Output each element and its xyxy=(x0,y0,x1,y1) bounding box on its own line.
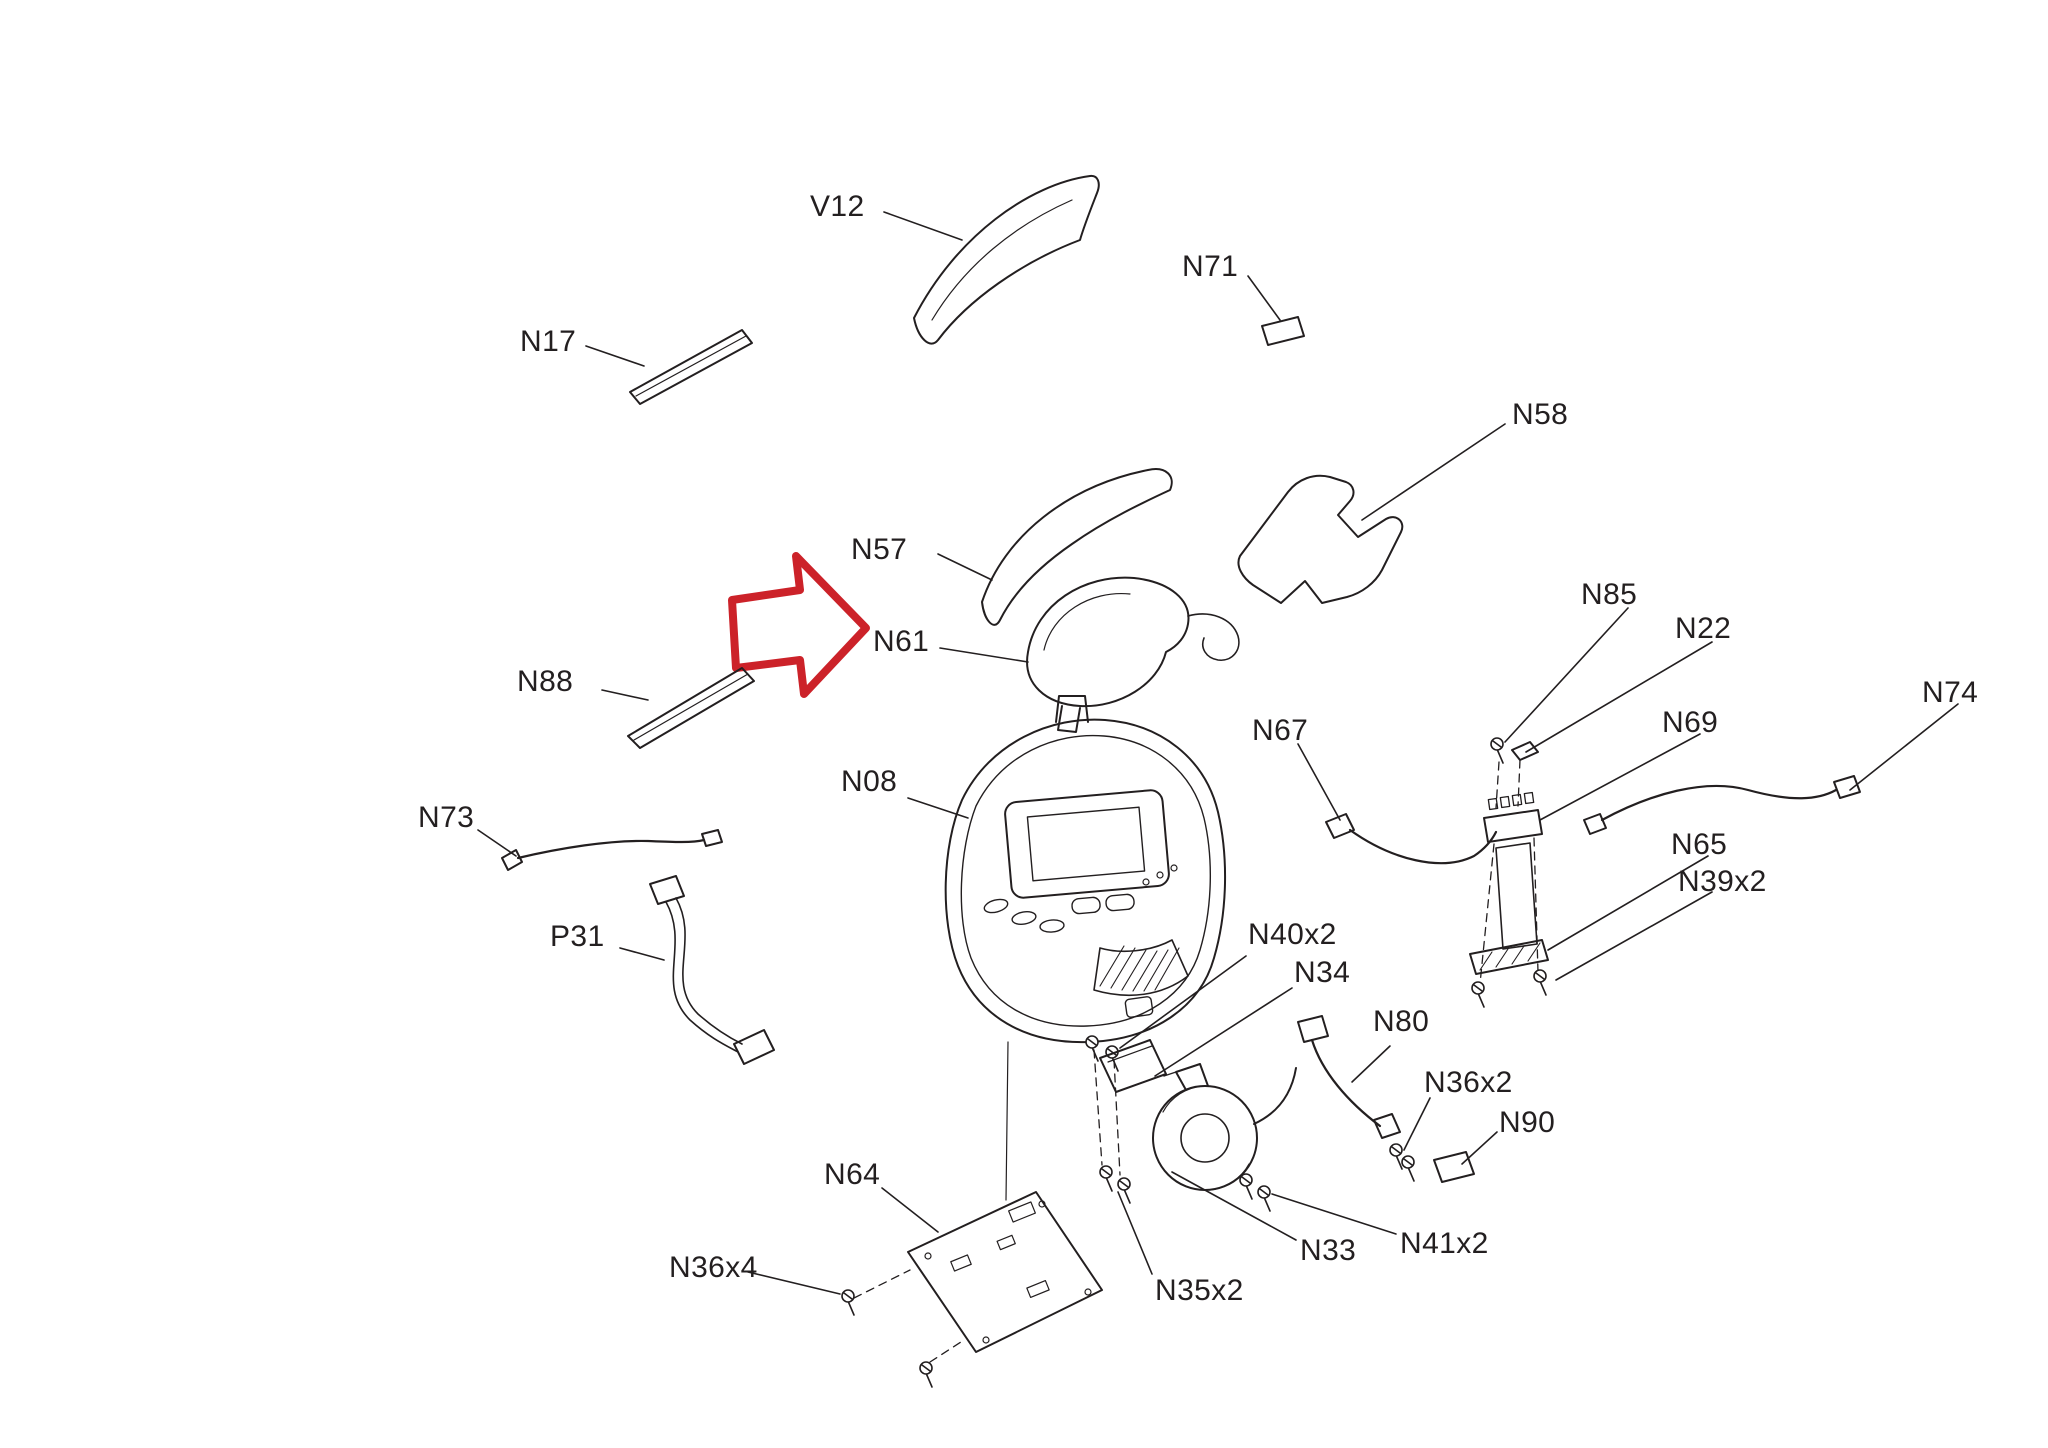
part-n61-bracket xyxy=(1026,576,1240,733)
part-n33-fan xyxy=(1152,1063,1297,1191)
part-n80-cable-hardware xyxy=(1297,1015,1475,1183)
part-label-n33: N33 xyxy=(1300,1234,1357,1267)
part-label-n17: N17 xyxy=(520,325,577,358)
part-n69-connector-assembly xyxy=(1469,759,1549,1008)
console-speaker-grille xyxy=(1093,939,1189,997)
part-n74-cable xyxy=(1583,775,1861,835)
part-n65-strip xyxy=(1469,939,1549,975)
part-label-n64: N64 xyxy=(824,1158,881,1191)
part-label-n35x2: N35x2 xyxy=(1155,1274,1244,1307)
part-n71-plate xyxy=(1261,316,1305,346)
callout-arrow xyxy=(728,552,870,698)
part-p31-cable xyxy=(649,875,775,1065)
part-label-v12: V12 xyxy=(810,190,865,223)
part-label-p31: P31 xyxy=(550,920,605,953)
part-n67-cable xyxy=(1325,813,1498,865)
part-label-n65: N65 xyxy=(1671,828,1728,861)
part-n17-strip xyxy=(629,329,753,405)
console-screen-bezel xyxy=(1004,789,1170,899)
part-label-n58: N58 xyxy=(1512,398,1569,431)
part-label-n41x2: N41x2 xyxy=(1400,1227,1489,1260)
part-n73-cable xyxy=(501,829,723,871)
part-n58-bracket xyxy=(1237,474,1404,604)
part-label-n36x2: N36x2 xyxy=(1424,1066,1513,1099)
part-label-n67: N67 xyxy=(1252,714,1309,747)
part-label-n34: N34 xyxy=(1294,956,1351,989)
console-access-door xyxy=(1124,996,1154,1018)
part-label-n90: N90 xyxy=(1499,1106,1556,1139)
callout-arrow-shape xyxy=(728,552,870,698)
part-label-n61: N61 xyxy=(873,625,930,658)
part-v12-visor xyxy=(913,174,1100,345)
part-label-n69: N69 xyxy=(1662,706,1719,739)
part-n88-strip xyxy=(627,667,755,749)
console-key xyxy=(1071,896,1101,915)
part-n64-board xyxy=(841,1191,1103,1388)
console-screen xyxy=(1026,806,1146,882)
part-label-n74: N74 xyxy=(1922,676,1979,709)
part-label-n88: N88 xyxy=(517,665,574,698)
console-key xyxy=(1105,893,1135,912)
part-n08-console xyxy=(944,695,1227,1201)
part-label-n80: N80 xyxy=(1373,1005,1430,1038)
part-label-n36x4: N36x4 xyxy=(669,1251,758,1284)
part-n34-bracket-hardware xyxy=(1085,1035,1271,1212)
part-n57-cover xyxy=(981,468,1173,626)
part-label-n71: N71 xyxy=(1182,250,1239,283)
part-label-n39x2: N39x2 xyxy=(1678,865,1767,898)
part-label-n73: N73 xyxy=(418,801,475,834)
part-label-n08: N08 xyxy=(841,765,898,798)
part-n85-n22-hardware xyxy=(1490,737,1539,764)
part-n90-plate xyxy=(1433,1151,1475,1183)
part-label-n85: N85 xyxy=(1581,578,1638,611)
part-label-n22: N22 xyxy=(1675,612,1732,645)
part-label-n57: N57 xyxy=(851,533,908,566)
leader-lines xyxy=(477,211,1959,1295)
part-label-n40x2: N40x2 xyxy=(1248,918,1337,951)
part-n39-screws xyxy=(1471,969,1547,1008)
